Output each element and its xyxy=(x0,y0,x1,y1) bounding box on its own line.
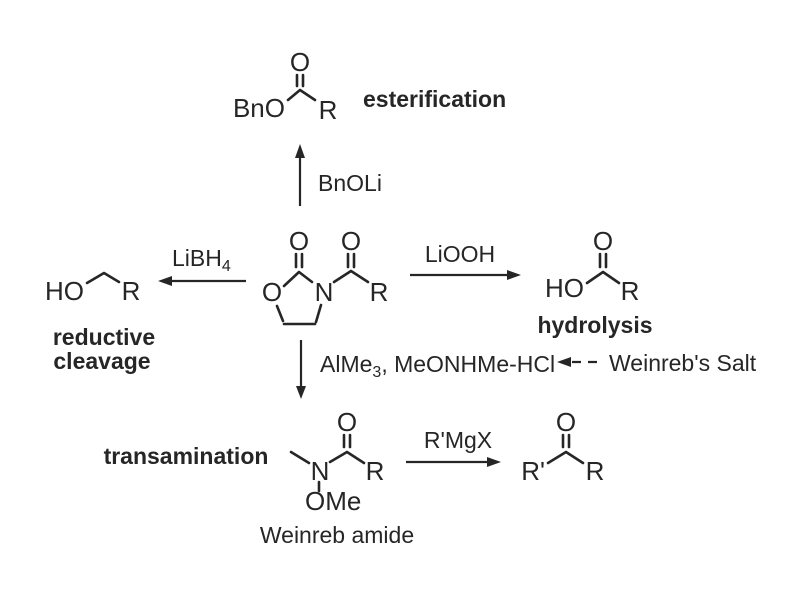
substrate-oxazolidinone: O O N O R xyxy=(262,226,389,326)
arrow-right-head-icon xyxy=(507,270,521,280)
reagent-base: AlMe xyxy=(320,351,372,377)
amide-n-label: N xyxy=(311,456,330,486)
substrate-acyl-o-label: O xyxy=(341,226,361,256)
arrow-left-head-icon xyxy=(158,276,172,286)
alcohol-r-label: R xyxy=(122,276,141,306)
amide-ome-label: OMe xyxy=(305,486,361,516)
acid-bonds xyxy=(585,252,621,285)
substrate-ring-o-label: O xyxy=(262,277,282,307)
ester-obn-label: BnO xyxy=(233,93,285,123)
acid-r-label: R xyxy=(621,276,640,306)
alcohol-ho-label: HO xyxy=(45,276,84,306)
transamination-branch: AlMe3, MeONHMe-HCl Weinreb's Salt transa… xyxy=(104,340,757,548)
acid-ho-label: HO xyxy=(545,273,584,303)
ketone-r-label: R xyxy=(586,456,605,486)
arrow-down-head-icon xyxy=(296,386,306,399)
dashed-arrow-head-icon xyxy=(557,357,571,367)
esterification-reagent: BnOLi xyxy=(318,170,382,196)
reductive-cleavage-branch: LiBH4 HO R reductive cleavage xyxy=(45,245,246,374)
ester-r-label: R xyxy=(319,95,338,125)
substrate-r-label: R xyxy=(370,277,389,307)
reductive-cleavage-label-line1: reductive xyxy=(53,324,155,350)
weinreb-amide-caption: Weinreb amide xyxy=(260,522,414,548)
amide-o-label: O xyxy=(337,407,357,437)
arrow-right-bottom-head-icon xyxy=(487,457,501,467)
reagent-rest: , MeONHMe-HCl xyxy=(381,351,555,377)
esterification-branch: BnOLi BnO O R esterification xyxy=(233,47,506,206)
transamination-reagent: AlMe3, MeONHMe-HCl xyxy=(320,351,555,381)
hydrolysis-label: hydrolysis xyxy=(537,312,652,338)
substrate-bonds xyxy=(275,252,370,326)
ester-o-label: O xyxy=(290,47,310,77)
ketone-bonds xyxy=(546,433,585,465)
acid-o-label: O xyxy=(593,226,613,256)
esterification-label: esterification xyxy=(363,86,506,112)
hydrolysis-reagent: LiOOH xyxy=(425,241,495,267)
reagent-subscript: 3 xyxy=(372,364,381,381)
reagent-base: LiBH xyxy=(172,245,222,271)
arrow-up-head-icon xyxy=(295,144,305,158)
weinreb-salt-annotation: Weinreb's Salt xyxy=(609,350,757,376)
alcohol-bonds xyxy=(85,271,121,285)
ketone-o-label: O xyxy=(556,407,576,437)
grignard-addition-branch: R'MgX R' O R xyxy=(406,407,604,486)
reductive-cleavage-label-line2: cleavage xyxy=(53,348,150,374)
amide-r-label: R xyxy=(366,456,385,486)
reagent-subscript: 4 xyxy=(222,258,231,275)
reductive-cleavage-reagent: LiBH4 xyxy=(172,245,231,275)
weinreb-amide-bonds xyxy=(289,433,366,493)
hydrolysis-branch: LiOOH HO O R hydrolysis xyxy=(410,226,653,338)
substrate-ring-carbonyl-o-label: O xyxy=(289,226,309,256)
grignard-reagent: R'MgX xyxy=(424,427,492,453)
substrate-n-label: N xyxy=(315,277,334,307)
transamination-label: transamination xyxy=(104,443,269,469)
ketone-rprime-label: R' xyxy=(521,456,545,486)
ester-bonds xyxy=(286,73,317,102)
